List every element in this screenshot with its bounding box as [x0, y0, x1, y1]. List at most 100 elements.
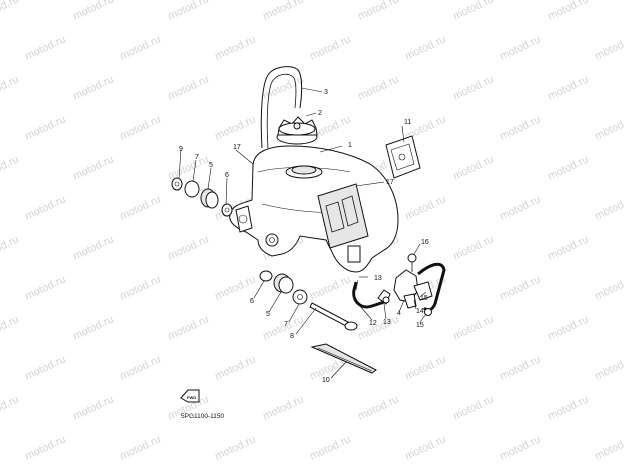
watermark-text: motod.ru: [213, 353, 257, 382]
watermark-text: motod.ru: [23, 433, 67, 462]
emblem-plate: [385, 135, 421, 179]
watermark-text: motod.ru: [546, 313, 590, 342]
watermark-text: motod.ru: [23, 33, 67, 62]
watermark-text: motod.ru: [546, 393, 590, 422]
fuel-cock-assembly: [352, 253, 446, 316]
mount-bolt: [309, 302, 358, 331]
watermark-text: motod.ru: [261, 0, 305, 23]
callout-labels: 1 2 3 4 5 5 6 6 7 7 8 9 10 11 12 13 13 1…: [179, 89, 429, 384]
watermark-text: motod.ru: [213, 113, 257, 142]
callout-7-lower: 7: [284, 321, 288, 328]
watermark-text: motod.ru: [403, 193, 447, 222]
watermark-text: motod.ru: [356, 393, 400, 422]
watermark-text: motod.ru: [23, 193, 67, 222]
leader-lines: [178, 87, 427, 379]
callout-5-lower: 5: [266, 311, 270, 318]
watermark-text: motod.ru: [23, 353, 67, 382]
callout-10: 10: [322, 377, 330, 384]
watermark-text: motod.ru: [0, 393, 21, 422]
watermark-text: motod.ru: [261, 393, 305, 422]
watermark-text: motod.ru: [0, 313, 21, 342]
watermark-text: motod.ru: [593, 33, 625, 62]
watermark-text: motod.ru: [546, 153, 590, 182]
callout-9: 9: [179, 146, 183, 153]
watermark-text: motod.ru: [71, 233, 115, 262]
watermark-text: motod.ru: [71, 73, 115, 102]
seal-strip: [310, 343, 377, 374]
callout-3: 3: [324, 89, 328, 96]
callout-4: 4: [397, 310, 401, 317]
watermark-text: motod.ru: [71, 0, 115, 23]
watermark-text: motod.ru: [308, 433, 352, 462]
watermark-text: motod.ru: [166, 313, 210, 342]
watermark-text: motod.ru: [403, 433, 447, 462]
watermark-text: motod.ru: [593, 193, 625, 222]
watermark-text: motod.ru: [451, 233, 495, 262]
callout-7-upper: 7: [195, 154, 199, 161]
watermark-text: motod.ru: [498, 273, 542, 302]
watermark-text: motod.ru: [71, 393, 115, 422]
watermark-text: motod.ru: [308, 273, 352, 302]
watermark-text: motod.ru: [0, 153, 21, 182]
watermark-text: motod.ru: [356, 73, 400, 102]
breather-hose: [260, 66, 303, 149]
callout-15-lower: 15: [416, 322, 424, 329]
watermark-text: motod.ru: [118, 113, 162, 142]
front-direction-indicator: FWD: [180, 389, 200, 403]
callout-6-lower: 6: [250, 298, 254, 305]
fuel-tank: [229, 145, 399, 273]
watermark-text: motod.ru: [451, 0, 495, 23]
callout-2: 2: [318, 110, 322, 117]
rear-mount-set: [259, 270, 308, 305]
callout-5-upper: 5: [209, 162, 213, 169]
watermark-text: motod.ru: [546, 0, 590, 23]
watermark-text: motod.ru: [593, 113, 625, 142]
watermark-text: motod.ru: [71, 153, 115, 182]
watermark-text: motod.ru: [451, 73, 495, 102]
front-mount-set: [171, 177, 233, 217]
watermark-text: motod.ru: [593, 433, 625, 462]
callout-17-left: 17: [233, 144, 241, 151]
watermark-text: motod.ru: [0, 73, 21, 102]
watermark-text: motod.ru: [118, 353, 162, 382]
breather-hose-inner: [266, 73, 297, 149]
watermark-text: motod.ru: [166, 73, 210, 102]
watermark-text: motod.ru: [593, 273, 625, 302]
callout-1: 1: [348, 142, 352, 149]
watermark-text: motod.ru: [403, 353, 447, 382]
callout-8: 8: [290, 333, 294, 340]
watermark-text: motod.ru: [308, 33, 352, 62]
watermark-text: motod.ru: [71, 313, 115, 342]
watermark-text: motod.ru: [166, 153, 210, 182]
watermark-text: motod.ru: [261, 73, 305, 102]
callout-12: 12: [369, 320, 377, 327]
callout-16: 16: [421, 239, 429, 246]
watermark-text: motod.ru: [0, 233, 21, 262]
watermark-text: motod.ru: [166, 233, 210, 262]
watermark-text: motod.ru: [498, 193, 542, 222]
watermark-text: motod.ru: [118, 33, 162, 62]
watermark-text: motod.ru: [166, 0, 210, 23]
watermark-text: motod.ru: [546, 233, 590, 262]
fwd-label: FWD: [187, 395, 196, 400]
diagram-code: 5PG1100-1150: [181, 413, 225, 420]
watermark-text: motod.ru: [118, 193, 162, 222]
callout-13-upper: 13: [374, 275, 382, 282]
watermark-text: motod.ru: [546, 73, 590, 102]
watermark-text: motod.ru: [213, 433, 257, 462]
callout-6-upper: 6: [225, 172, 229, 179]
fuel-cap: [276, 116, 318, 145]
watermark-text: motod.ru: [451, 153, 495, 182]
watermark-text: motod.ru: [213, 33, 257, 62]
watermark-text: motod.ru: [498, 33, 542, 62]
watermark-text: motod.ru: [451, 313, 495, 342]
watermark-text: motod.ru: [118, 433, 162, 462]
watermark-text: motod.ru: [23, 273, 67, 302]
watermark-text: motod.ru: [498, 433, 542, 462]
watermark-text: motod.ru: [356, 0, 400, 23]
callout-11: 11: [404, 119, 411, 126]
callout-17-right: 17: [386, 179, 394, 186]
watermark-text: motod.ru: [0, 0, 21, 23]
watermark-text: motod.ru: [23, 113, 67, 142]
